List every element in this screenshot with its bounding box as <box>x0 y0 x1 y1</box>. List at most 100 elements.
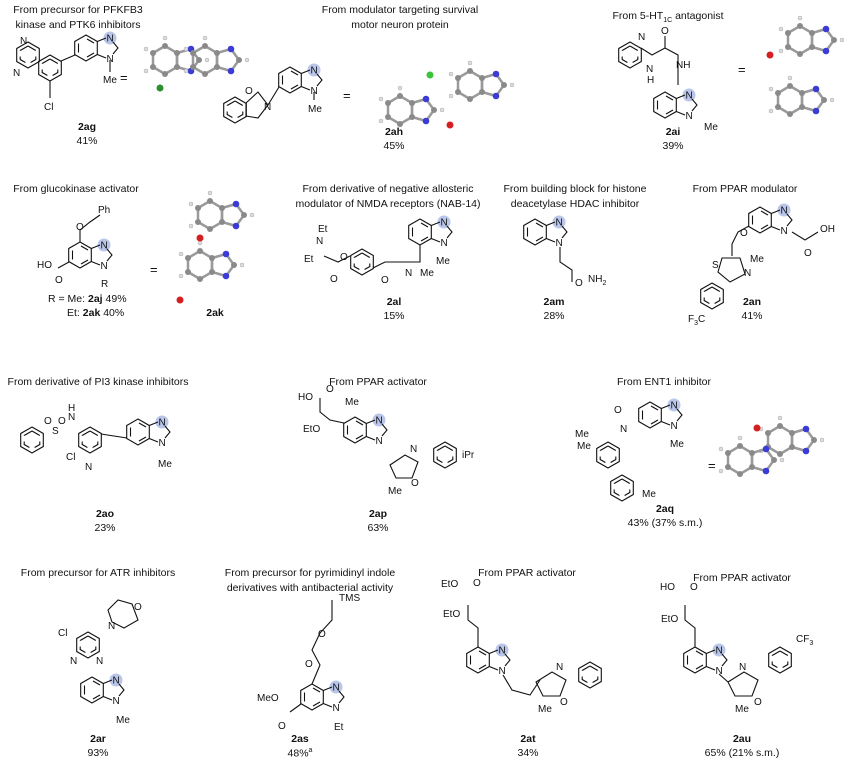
structure-2aq: O N Me Me Me Me <box>575 397 684 502</box>
atom-label-et: Et <box>304 254 314 265</box>
compound-id: 2am <box>543 296 565 308</box>
atom-label-oh: OH <box>820 224 835 235</box>
atom-label-r: R <box>101 279 108 290</box>
structure-2aj: Ph O HO O R <box>37 205 113 290</box>
compound-id: 2ap <box>368 508 388 520</box>
caption-line: From PPAR activator <box>329 376 427 388</box>
caption-2am: From building block for histone deacetyla… <box>504 182 647 212</box>
r-group-line-1: R = Me: 2aj 49% <box>48 293 127 305</box>
atom-label-o: O <box>411 478 419 489</box>
atom-label-o: O <box>44 416 52 427</box>
atom-label-me: Me <box>575 429 589 440</box>
caption-2ap: From PPAR activator <box>329 375 427 390</box>
compound-yield: 41% <box>76 135 98 147</box>
caption-2ag: From precursor for PFKFB3 kinase and PTK6… <box>13 3 143 33</box>
compound-yield: 23% <box>94 522 116 534</box>
structure-2an: O S N Me OH O F3C <box>688 202 835 327</box>
structure-2as: TMS O O MeO O Et <box>257 593 360 733</box>
compound-yield: 15% <box>383 310 405 322</box>
atom-label-n: N <box>264 102 271 113</box>
atom-c: C <box>698 314 705 325</box>
r-label: R = Me: <box>48 293 88 305</box>
structure-2ag: N N Cl Me <box>13 30 119 113</box>
atom-label-et: Et <box>334 722 344 733</box>
atom-label-n: N <box>638 32 645 43</box>
atom-label-me: Me <box>158 459 172 470</box>
atom-label-ipr: iPr <box>462 450 475 461</box>
compound-id: 2ai <box>665 126 681 138</box>
compound-id: 2ar <box>90 733 106 745</box>
crystal-structure-2ak <box>176 189 256 304</box>
caption-line: From precursor for PFKFB3 <box>13 4 143 16</box>
compound-yield: 93% <box>87 747 109 759</box>
atom-label-o: O <box>661 26 669 37</box>
compound-id: 2ao <box>95 508 115 520</box>
caption-2at: From PPAR activator <box>478 566 576 581</box>
caption-text: From 5-HT <box>612 10 664 22</box>
atom-label-me: Me <box>345 397 359 408</box>
atom-label-me: Me <box>642 489 656 500</box>
atom-label-eto: EtO <box>303 424 320 435</box>
atom-label-o: O <box>381 275 389 286</box>
crystal-structure-2ah <box>377 59 516 129</box>
atom-label-o: O <box>614 405 622 416</box>
atom-label-o: O <box>278 721 286 732</box>
compound-id: 2an <box>742 296 762 308</box>
compound-id: 2aj <box>87 293 103 305</box>
caption-line: From precursor for ATR inhibitors <box>20 567 176 579</box>
atom-label-cl: Cl <box>58 628 67 639</box>
structure-2ah: O N Me <box>223 62 323 124</box>
atom-label-meo: MeO <box>257 693 279 704</box>
equals-sign: = <box>150 262 158 277</box>
compound-yield: 34% <box>517 747 539 759</box>
crystal-compound-id: 2ak <box>206 307 224 319</box>
caption-line: From precursor for pyrimidinyl indole <box>224 567 396 579</box>
atom-label-me: Me <box>735 704 749 715</box>
subscript: 3 <box>809 640 813 647</box>
crystal-structure-2ai <box>766 14 846 119</box>
atom-label-n: N <box>96 656 103 667</box>
caption-line: kinase and PTK6 inhibitors <box>15 19 141 31</box>
atom-label-nh: NH <box>676 60 690 71</box>
caption-line: From building block for histone <box>503 183 647 195</box>
atom-label-n: N <box>744 268 751 279</box>
atom-label-o: O <box>340 252 348 263</box>
atom-label-me: Me <box>670 439 684 450</box>
atom-label-ho: HO <box>37 260 52 271</box>
equals-sign: = <box>708 458 716 473</box>
atom-label-o: O <box>754 697 762 708</box>
caption-line: deacetylase HDAC inhibitor <box>510 198 640 210</box>
atom-label-me: Me <box>308 104 322 115</box>
subscript: 2 <box>602 280 606 287</box>
caption-2ao: From derivative of PI3 kinase inhibitors <box>8 375 189 390</box>
atom-label-n: N <box>405 268 412 279</box>
caption-line: From glucokinase activator <box>13 183 139 195</box>
atom-f: F <box>688 314 694 325</box>
caption-line: From PPAR modulator <box>692 183 798 195</box>
r-label: Et: <box>67 307 83 319</box>
atom-label-nh: NH <box>588 274 602 285</box>
compound-yield: 49% <box>102 293 127 305</box>
compound-yield: 39% <box>662 140 684 152</box>
compound-yield: 43% (37% s.m.) <box>627 517 703 529</box>
atom-label-me: Me <box>116 715 130 726</box>
atom-label-ph: Ph <box>98 205 110 216</box>
compound-yield: 40% <box>100 307 125 319</box>
caption-2ai: From 5-HT1C antagonist <box>612 9 723 28</box>
caption-2au: From PPAR activator <box>693 571 791 586</box>
atom-label-o: O <box>58 416 66 427</box>
compound-yield: 28% <box>543 310 565 322</box>
caption-line: From modulator targeting survival <box>321 4 479 16</box>
compound-id: 2ak <box>82 307 101 319</box>
atom-label-n: N <box>556 662 563 673</box>
caption-subscript: 1C <box>663 17 673 25</box>
atom-label-n: N <box>739 662 746 673</box>
atom-label-et: Et <box>318 224 328 235</box>
atom-label-o: O <box>575 278 583 289</box>
caption-2aj: From glucokinase activator <box>13 182 138 197</box>
atom-label-o: O <box>326 384 334 395</box>
structure-2at: EtO O EtO N O Me <box>441 578 602 715</box>
atom-label-o: O <box>245 86 253 97</box>
